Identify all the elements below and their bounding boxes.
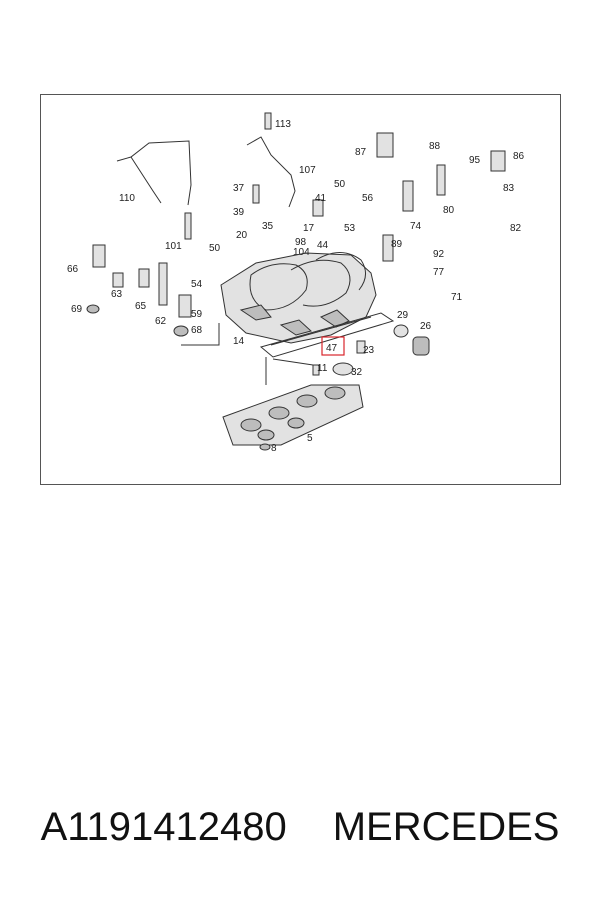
callout-107: 107: [299, 165, 316, 176]
callout-37: 37: [233, 183, 245, 194]
callout-101: 101: [165, 241, 182, 252]
callout-92: 92: [433, 249, 445, 260]
callout-63: 63: [111, 289, 123, 300]
callout-68: 68: [191, 325, 203, 336]
gasket: [259, 312, 395, 358]
callout-35: 35: [262, 221, 274, 232]
callout-82: 82: [510, 223, 522, 234]
callout-95: 95: [469, 155, 481, 166]
callout-20: 20: [236, 230, 248, 241]
callout-47: 47: [326, 343, 338, 354]
callout-86: 86: [513, 151, 525, 162]
callout-44: 44: [317, 240, 329, 251]
callout-113: 113: [275, 119, 291, 130]
exploded-parts-diagram: 113 110 107 87 88 95 86 37 41 50 56 83 3…: [40, 94, 561, 485]
callout-87: 87: [355, 147, 367, 158]
parts-drawing: 113 110 107 87 88 95 86 37 41 50 56 83 3…: [67, 112, 525, 454]
callout-80: 80: [443, 205, 455, 216]
small-parts: [86, 112, 506, 451]
callout-65: 65: [135, 301, 147, 312]
callout-11: 11: [317, 363, 328, 374]
callout-53: 53: [344, 223, 356, 234]
callout-56: 56: [362, 193, 374, 204]
callout-39: 39: [233, 207, 245, 218]
callout-89: 89: [391, 239, 403, 250]
callout-74: 74: [410, 221, 422, 232]
part-number: A1191412480: [40, 805, 287, 849]
part-caption: A1191412480 MERCEDES: [0, 805, 600, 850]
callout-26: 26: [420, 321, 432, 332]
callout-62: 62: [155, 316, 167, 327]
intake-manifold-lower: [222, 384, 364, 446]
callout-110: 110: [119, 193, 135, 204]
callout-8: 8: [271, 443, 277, 454]
leader-lines: [181, 323, 314, 385]
callout-17: 17: [303, 223, 315, 234]
callout-32: 32: [351, 367, 363, 378]
callout-69: 69: [71, 304, 83, 315]
callout-54: 54: [191, 279, 203, 290]
callout-71: 71: [451, 292, 463, 303]
callout-50b: 50: [209, 243, 221, 254]
callout-77: 77: [433, 267, 445, 278]
callout-83: 83: [503, 183, 515, 194]
callout-88: 88: [429, 141, 441, 152]
callout-98: 98: [295, 237, 307, 248]
callout-66: 66: [67, 264, 79, 275]
pipe-110: [116, 140, 192, 206]
callout-50a: 50: [334, 179, 346, 190]
callout-59: 59: [191, 309, 203, 320]
intake-manifold-upper: [220, 252, 377, 344]
callout-41: 41: [315, 193, 327, 204]
callout-14: 14: [233, 336, 245, 347]
pipe-107: [246, 136, 296, 208]
brand-name: MERCEDES: [332, 805, 560, 849]
callout-104: 104: [293, 247, 310, 258]
callout-29: 29: [397, 310, 409, 321]
callout-23: 23: [363, 345, 375, 356]
callout-5: 5: [307, 433, 313, 444]
highlight-box: [321, 336, 345, 356]
